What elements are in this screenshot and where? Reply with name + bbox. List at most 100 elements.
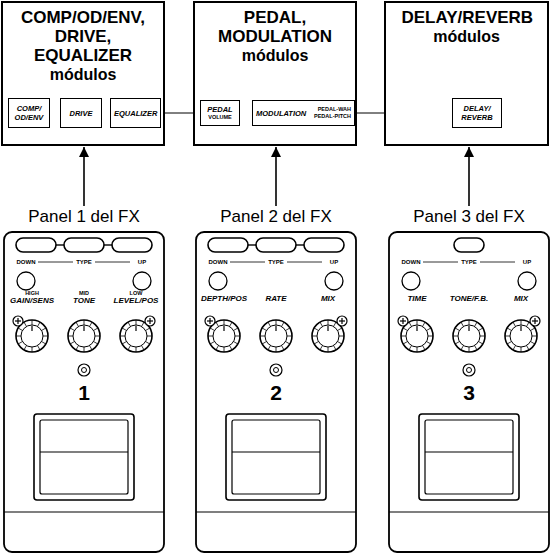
knob-knurl bbox=[16, 336, 21, 337]
pedal-body-group bbox=[389, 232, 549, 552]
knob-knurl bbox=[146, 342, 150, 345]
type-line bbox=[95, 262, 130, 263]
knob-knurl bbox=[84, 347, 85, 352]
plus-mark-v bbox=[17, 318, 18, 324]
knob-knurl bbox=[24, 322, 27, 326]
knob-knurl bbox=[423, 346, 426, 350]
panel-label: TYPE bbox=[268, 259, 284, 266]
fx-panel: Panel 2 del FXDOWNTYPEUPDEPTH/POSRATEMIX… bbox=[196, 208, 356, 555]
panel-label: RATE bbox=[265, 295, 286, 304]
knob-knurl bbox=[128, 346, 131, 350]
knob-knurl bbox=[276, 347, 277, 352]
knob-knurl bbox=[480, 336, 485, 337]
knob-knurl bbox=[32, 320, 33, 325]
plus-mark-v bbox=[534, 318, 535, 324]
pedal-body-group bbox=[196, 232, 356, 552]
effect-box: EQUALIZER bbox=[110, 98, 161, 128]
knob-knurl bbox=[455, 328, 459, 331]
knob-cap bbox=[317, 325, 339, 347]
led-jack-inner bbox=[467, 368, 472, 373]
window-joint bbox=[248, 244, 256, 245]
knob-cap bbox=[458, 325, 480, 347]
knob-knurl bbox=[76, 322, 79, 326]
knob-pointer bbox=[135, 326, 136, 331]
knob-knurl bbox=[94, 328, 98, 331]
pedal-body-group bbox=[4, 232, 164, 552]
knob-knurl bbox=[260, 336, 265, 337]
panel-label: TONE/F.B. bbox=[450, 295, 489, 304]
knob-knurl bbox=[314, 328, 318, 331]
knob-knurl bbox=[417, 347, 418, 352]
led-jack-inner bbox=[82, 368, 87, 373]
type-line bbox=[287, 262, 322, 263]
knob-knurl bbox=[409, 346, 412, 350]
knob-knurl bbox=[76, 346, 79, 350]
knob-knurl bbox=[505, 336, 510, 337]
panel-label: MIX bbox=[514, 295, 528, 304]
knob-knurl bbox=[68, 336, 73, 337]
knob-knurl bbox=[428, 336, 433, 337]
module-box: COMP/OD/ENV, DRIVE, EQUALIZERmódulosCOMP… bbox=[1, 1, 165, 146]
knob-knurl bbox=[262, 328, 266, 331]
window-joint bbox=[56, 244, 64, 245]
knob-knurl bbox=[43, 336, 48, 337]
effect-label: COMP/ OD/ENV bbox=[12, 104, 46, 122]
knob-knurl bbox=[95, 336, 100, 337]
type-button bbox=[133, 272, 151, 290]
footswitch bbox=[419, 414, 519, 500]
knob-knurl bbox=[38, 346, 41, 350]
knob-knurl bbox=[339, 336, 344, 337]
footswitch-ridge bbox=[425, 451, 513, 452]
knob-knurl bbox=[334, 322, 337, 326]
footswitch-ridge bbox=[232, 451, 320, 452]
knob-knurl bbox=[475, 346, 478, 350]
knob-knurl bbox=[276, 320, 277, 325]
knob-knurl bbox=[120, 336, 125, 337]
knob-knurl bbox=[268, 322, 271, 326]
knob-knurl bbox=[122, 328, 126, 331]
signal-connector bbox=[468, 147, 470, 206]
knob-cap bbox=[406, 325, 428, 347]
effect-label: VOLUME bbox=[208, 114, 232, 121]
knob-knurl bbox=[507, 328, 511, 331]
knob-knurl bbox=[531, 342, 535, 345]
knob-knurl bbox=[417, 320, 418, 325]
knob-knurl bbox=[479, 328, 483, 331]
type-button bbox=[325, 272, 343, 290]
knob-knurl bbox=[216, 322, 219, 326]
display-window bbox=[256, 238, 296, 252]
plus-mark-v bbox=[209, 318, 210, 324]
knob-knurl bbox=[234, 342, 238, 345]
knob-knurl bbox=[146, 328, 150, 331]
knob-knurl bbox=[210, 342, 214, 345]
type-line bbox=[480, 262, 515, 263]
knob-knurl bbox=[262, 342, 266, 345]
knob-knurl bbox=[513, 346, 516, 350]
knob-pointer bbox=[327, 326, 328, 331]
signal-connector bbox=[275, 147, 277, 206]
panel-heading: Panel 1 del FX bbox=[28, 208, 140, 227]
plus-mark bbox=[13, 316, 23, 326]
knob-knurl bbox=[282, 322, 285, 326]
knob-knurl bbox=[230, 346, 233, 350]
display-window bbox=[304, 238, 344, 252]
type-button bbox=[17, 272, 35, 290]
knob-knurl bbox=[287, 336, 292, 337]
knob-knurl bbox=[401, 336, 406, 337]
knob-knurl bbox=[142, 346, 145, 350]
knob-knurl bbox=[224, 320, 225, 325]
knob-cap bbox=[510, 325, 532, 347]
knob-knurl bbox=[479, 342, 483, 345]
knob-cap bbox=[213, 325, 235, 347]
knob-knurl bbox=[18, 328, 22, 331]
knob-knurl bbox=[338, 342, 342, 345]
footswitch bbox=[34, 414, 134, 500]
panel-label: UP bbox=[523, 259, 531, 266]
knob-knurl bbox=[338, 328, 342, 331]
effect-box: DELAY/ REVERB bbox=[452, 98, 502, 128]
module-title: COMP/OD/ENV, DRIVE, EQUALIZER bbox=[18, 8, 148, 65]
panel-label: 3 bbox=[463, 381, 475, 404]
knob bbox=[260, 320, 292, 352]
knob-knurl bbox=[320, 322, 323, 326]
module-subtitle: módulos bbox=[3, 65, 163, 84]
